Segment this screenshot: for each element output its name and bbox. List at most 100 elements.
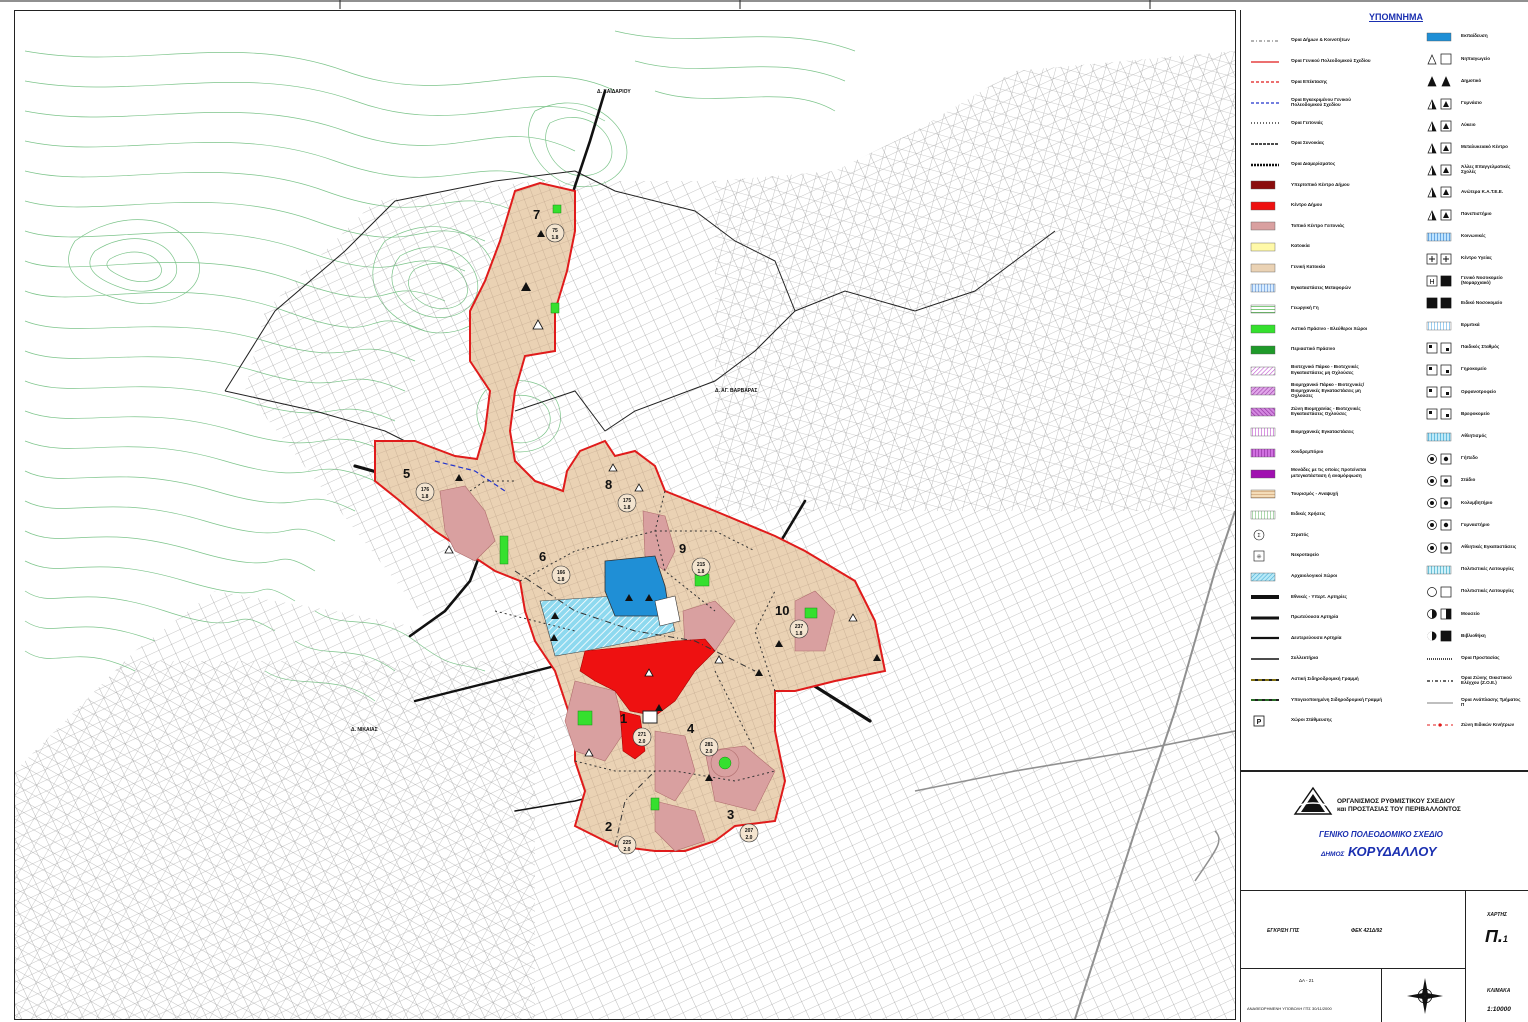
legend-item: Κέντρο Δήμου [1249, 195, 1383, 215]
legend-swatch-icon [1425, 341, 1455, 354]
legend-item: Γυμνάσιο [1425, 93, 1525, 113]
zone-density: 1.8 [552, 235, 559, 241]
zone-density: 1.8 [624, 505, 631, 511]
zone-number: 7 [533, 207, 540, 222]
municipality-labels: Δ. ΧΑΪΔΑΡΙΟΥ Δ. ΑΓ. ΒΑΡΒΑΡΑΣ Δ. ΝΙΚΑΙΑΣ [351, 88, 757, 733]
legend-label: Στάδιο [1461, 477, 1476, 483]
city-center [579, 638, 716, 760]
date-divider [1381, 968, 1382, 1022]
legend-item: Εγκαταστάσεις Μεταφορών [1249, 277, 1383, 297]
legend-item: Ανώτερα Κ.Α.Τ.Ε.Ε. [1425, 181, 1525, 201]
organization-name: ΟΡΓΑΝΙΣΜΟΣ ΡΥΘΜΙΣΤΙΚΟΥ ΣΧΕΔΙΟΥ και ΠΡΟΣΤ… [1337, 798, 1461, 814]
legend-label: Γήπεδο [1461, 455, 1478, 461]
legend-label: Γενική Κατοικία [1291, 263, 1326, 269]
legend-swatch-icon [1249, 322, 1283, 334]
legend-item: Αθλητικές Εγκαταστάσεις [1425, 537, 1525, 557]
legend-item: Βιοτεχνικό Πάρκο - Βιοτεχνικές Εγκαταστά… [1249, 360, 1383, 380]
zone-number: 5 [403, 466, 410, 481]
legend-swatch-icon [1425, 296, 1455, 309]
svg-text:P: P [1257, 719, 1262, 726]
legend-item: Μεταλυκειακό Κέντρο [1425, 137, 1525, 157]
legend-label: Βιομηχανικό Πάρκο - Βιοτεχνικές/Βιομηχαν… [1291, 382, 1365, 398]
legend-item: Εθνικές - Υπερτ. Αρτηρίες [1249, 586, 1383, 606]
legend-item: Πανεπιστήμιο [1425, 204, 1525, 224]
legend-swatch-icon [1249, 611, 1283, 623]
map-area[interactable]: Δ. ΧΑΪΔΑΡΙΟΥ Δ. ΑΓ. ΒΑΡΒΑΡΑΣ Δ. ΝΙΚΑΙΑΣ … [14, 10, 1236, 1020]
legend-item: Γενική Κατοικία [1249, 257, 1383, 277]
legend-item: Δευτερεύουσα Αρτηρία [1249, 627, 1383, 647]
legend-item: Όρια Επέκτασης [1249, 71, 1383, 91]
zone-stat-circle [617, 493, 637, 513]
legend-swatch-icon [1425, 230, 1455, 242]
zone-number: 6 [539, 549, 546, 564]
legend-label: Δημοτικό [1461, 77, 1482, 83]
map-number-sub: 1 [1502, 934, 1508, 944]
zone-code: 175 [623, 498, 632, 504]
legend-swatch-icon [1249, 631, 1283, 643]
legend-swatch-icon [1425, 52, 1455, 65]
legend-swatch-icon [1249, 240, 1283, 252]
legend-label: Κέντρο Δήμου [1291, 202, 1323, 208]
zone-code: 281 [705, 742, 714, 748]
legend-swatch-icon [1249, 508, 1283, 520]
legend-item: Βιβλιοθήκη [1425, 625, 1525, 645]
legend-swatch-icon [1249, 158, 1283, 170]
legend-label: Συλλεκτήρια [1291, 655, 1319, 661]
label-nikaia: Δ. ΝΙΚΑΙΑΣ [351, 727, 378, 733]
legend-label: Κολυμβητήριο [1461, 499, 1493, 505]
legend-item: Όρια Διαμερίσματος [1249, 154, 1383, 174]
legend-item: Μονάδες με τις οποίες προτείνεται μετεγκ… [1249, 463, 1383, 483]
sheet-code: ΔΑ - 21 [1299, 978, 1314, 983]
legend-label: Κατοικία [1291, 243, 1310, 249]
zone-density: 1.8 [796, 631, 803, 637]
map-canvas[interactable]: Δ. ΧΑΪΔΑΡΙΟΥ Δ. ΑΓ. ΒΑΡΒΑΡΑΣ Δ. ΝΙΚΑΙΑΣ … [15, 11, 1235, 1019]
legend-swatch-icon [1425, 74, 1455, 87]
legend-item: ⁜Νεκροταφείο [1249, 545, 1383, 565]
legend-label: Περιαστικό Πράσινο [1291, 346, 1336, 352]
zone-density: 2.0 [746, 835, 753, 841]
approval-label: ΕΓΚΡΙΣΗ ΓΠΣ [1267, 928, 1300, 934]
legend-item: Ειδικές Χρήσεις [1249, 504, 1383, 524]
legend-label: Εγκαταστάσεις Μεταφορών [1291, 284, 1351, 290]
svg-text:⁜: ⁜ [1256, 554, 1261, 561]
district-dashed-boundary [514, 570, 756, 847]
legend-item: Πολιτιστικές Λειτουργίες [1425, 559, 1525, 579]
legend-label: Νηπιαγωγείο [1461, 55, 1490, 61]
legend-item: Αστικό Πράσινο - Ελεύθεροι Χώροι [1249, 318, 1383, 338]
legend-label: Όρια Προστασίας [1461, 654, 1500, 660]
legend-label: Υπογειοποιημένη Σιδηροδρομική Γραμμή [1291, 696, 1383, 702]
legend-label: Γυμναστήριο [1461, 521, 1490, 527]
legend-swatch-icon [1425, 185, 1455, 198]
legend-label: Όρια Ζώνης Οικιστικού Ελέγχου (Ζ.Ο.Ε.) [1461, 674, 1512, 685]
legend-label: Γυμνάσιο [1461, 99, 1482, 105]
legend-label: Εκπαίδευση [1461, 33, 1488, 39]
legend-swatch-icon [1425, 407, 1455, 420]
legend-swatch-icon [1249, 405, 1283, 417]
legend-label: Τοπικό Κέντρο Γειτονιάς [1291, 222, 1345, 228]
title-block: ΟΡΓΑΝΙΣΜΟΣ ΡΥΘΜΙΣΤΙΚΟΥ ΣΧΕΔΙΟΥ και ΠΡΟΣΤ… [1240, 770, 1528, 1022]
legend-item: Ειδικό Νοσοκομείο [1425, 292, 1525, 312]
legend-item: Κοινωνικές [1425, 226, 1525, 246]
legend-item: Όρια Συνοικίας [1249, 133, 1383, 153]
zone-density: 2.0 [706, 749, 713, 755]
legend-swatch-icon [1425, 252, 1455, 265]
legend-item: Όρια Γενικού Πολεοδομικού Σχεδίου [1249, 51, 1383, 71]
zone-stat-circle [415, 482, 435, 502]
legend-item: Όρια Ζώνης Οικιστικού Ελέγχου (Ζ.Ο.Ε.) [1425, 670, 1525, 690]
zone-code: 237 [795, 624, 804, 630]
legend-item: Λύκειο [1425, 115, 1525, 135]
legend-item: Ζώνη Ειδικών Κινήτρων [1425, 714, 1525, 734]
zone-stat-circle [632, 727, 652, 747]
legend-label: Αστική Σιδηροδρομική Γραμμή [1291, 675, 1359, 681]
